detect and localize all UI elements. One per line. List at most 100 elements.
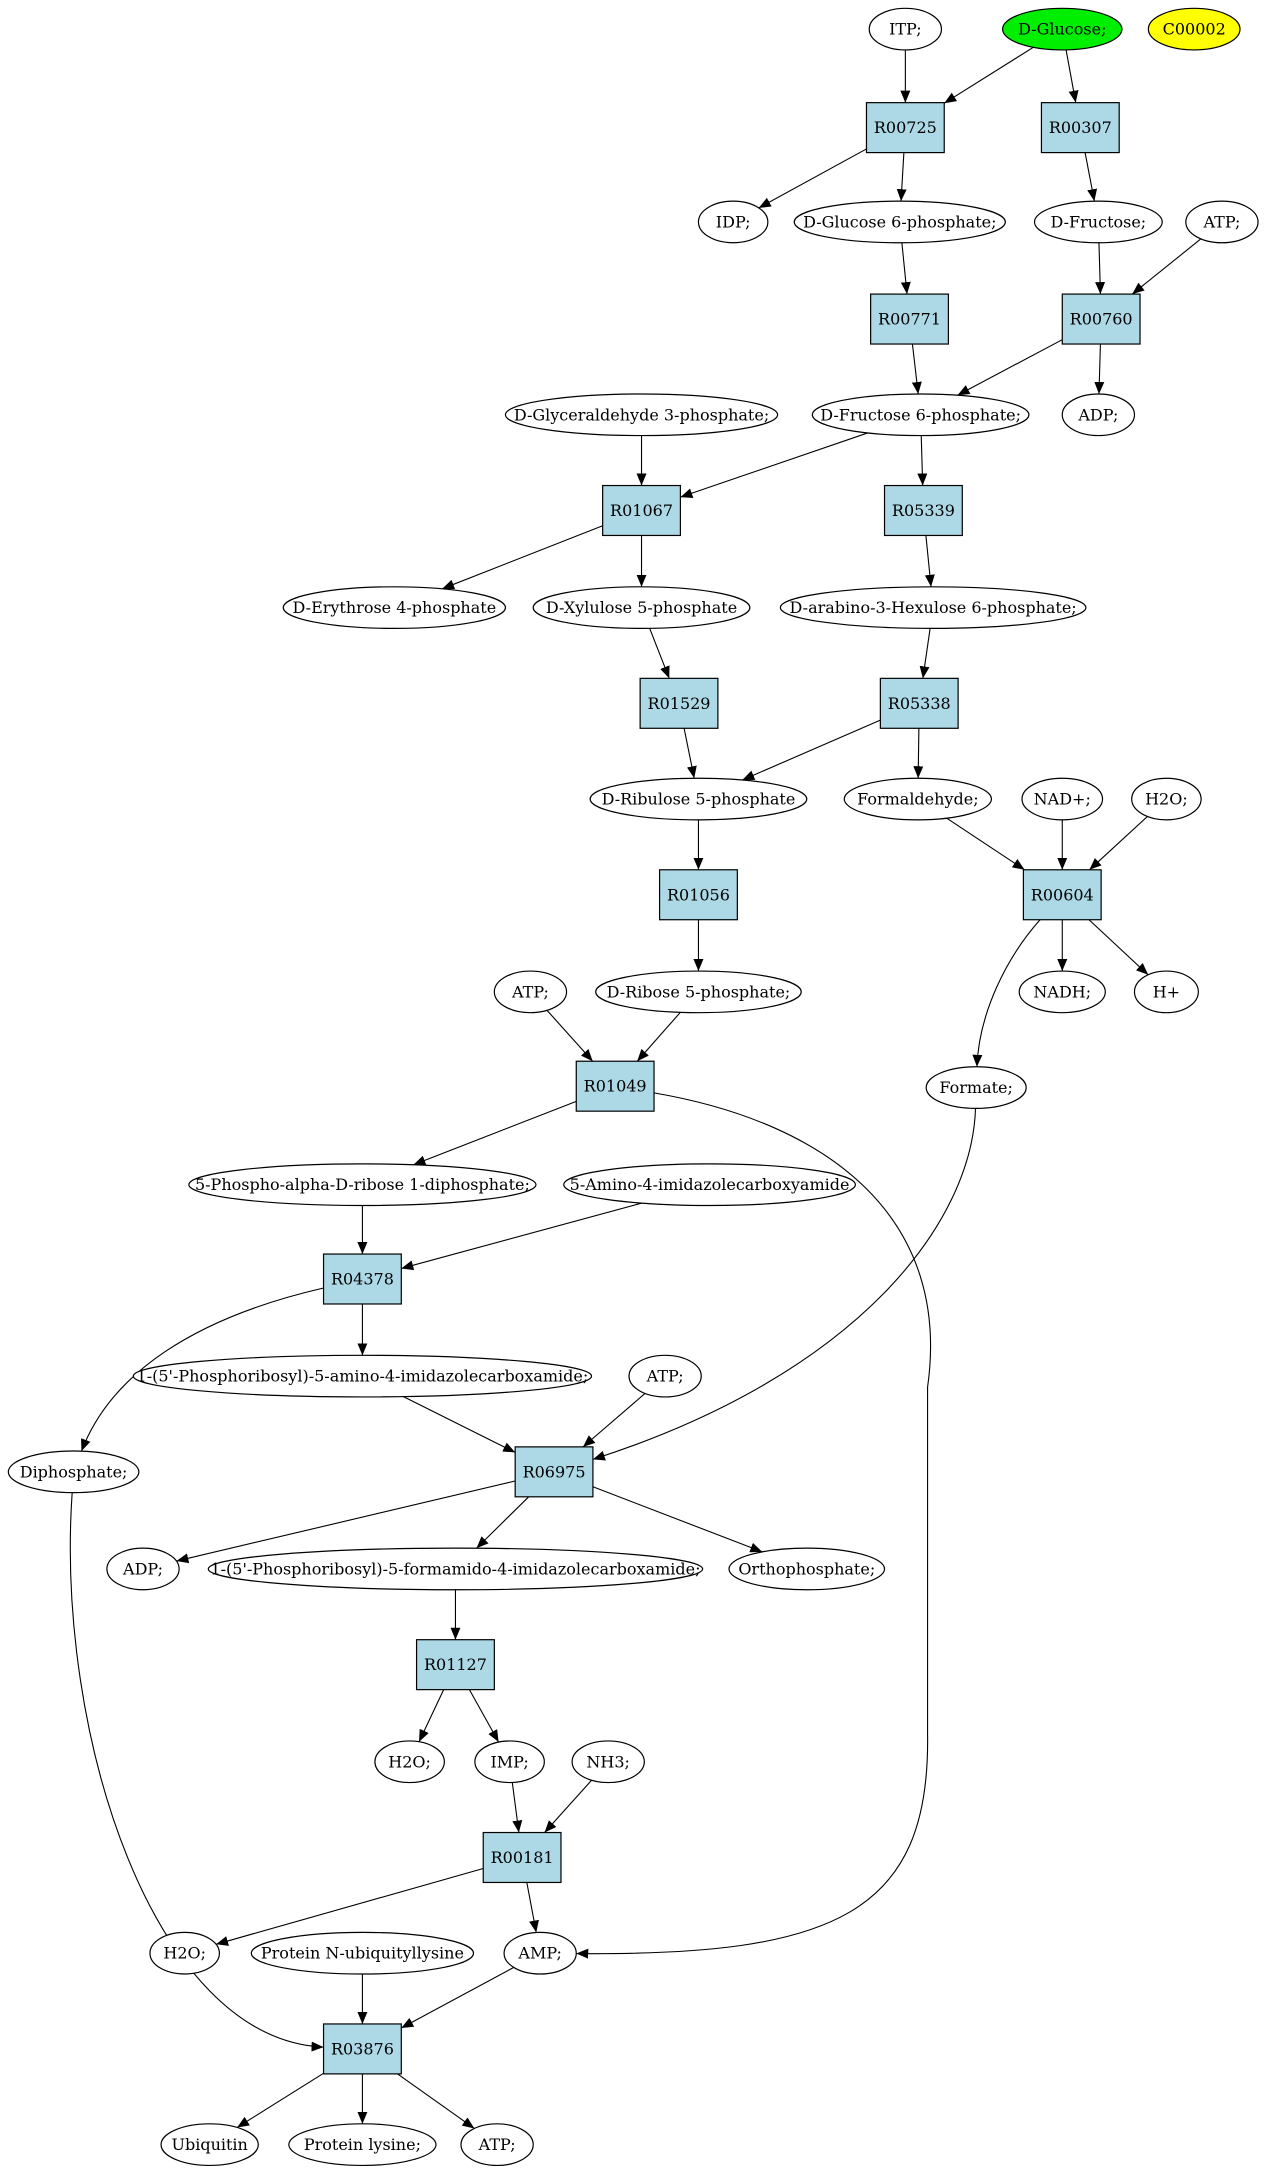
metabolite-ellipse [374,1740,445,1784]
node-label: ITP; [889,20,922,39]
reaction-box [658,869,738,921]
node-label: R05339 [892,501,955,520]
edge-atp1-to-r00760 [1131,238,1202,295]
metabolite-ellipse [1033,200,1163,244]
reaction-node-r01529[interactable]: R01529 [639,677,719,729]
edge-r00725-to-idp [758,148,867,209]
node-label: ATP; [1202,212,1240,231]
metabolite-node-adp1[interactable]: ADP; [1061,393,1136,437]
edge-dx5p-to-r01529 [649,628,670,679]
node-label: ADP; [122,1559,163,1578]
metabolite-ellipse [563,1163,856,1207]
edge-df6p-to-r01067 [680,432,868,498]
edge-aica-to-r04378 [401,1202,642,1271]
edge-atp2-to-r01049 [546,1009,594,1062]
reaction-box [415,1639,495,1691]
node-label: R01056 [667,885,730,904]
node-label: R00771 [878,310,941,329]
node-label: R06975 [523,1462,586,1481]
node-label: NAD+; [1034,790,1091,809]
metabolite-node-ubiquitin[interactable]: Ubiquitin [160,2123,259,2167]
node-label: D-Fructose 6-phosphate; [820,405,1021,424]
metabolite-node-formate[interactable]: Formate; [925,1066,1027,1109]
reaction-node-r01067[interactable]: R01067 [602,484,682,537]
metabolite-node-atp2[interactable]: ATP; [493,970,568,1014]
reaction-node-r00771[interactable]: R00771 [870,293,950,345]
node-label: Protein N-ubiquityllysine [261,1944,464,1963]
metabolite-node-dga3p[interactable]: D-Glyceraldehyde 3-phosphate; [504,393,779,437]
reaction-node-r00307[interactable]: R00307 [1040,102,1120,154]
metabolite-node-prpp[interactable]: 5-Phospho-alpha-D-ribose 1-diphosphate; [188,1163,537,1207]
metabolite-node-formaldehyde[interactable]: Formaldehyde; [843,777,993,821]
reaction-node-r03876[interactable]: R03876 [322,2023,402,2075]
reaction-node-r06975[interactable]: R06975 [514,1446,594,1498]
metabolite-node-atp4[interactable]: ATP; [460,2123,534,2167]
reaction-node-r00604[interactable]: R00604 [1022,869,1102,921]
edge-aicar-to-r06975 [403,1396,516,1453]
metabolite-node-dglucose[interactable]: D-Glucose; [1001,7,1123,51]
metabolite-node-nadh[interactable]: NADH; [1018,970,1106,1014]
edge-dah6p-to-r05338 [919,628,931,679]
metabolite-node-dr5p[interactable]: D-Ribose 5-phosphate; [595,970,802,1014]
metabolite-node-atp3[interactable]: ATP; [628,1354,702,1398]
node-label: D-Ribulose 5-phosphate [602,790,796,809]
reaction-node-r04378[interactable]: R04378 [322,1253,402,1305]
reaction-node-r00725[interactable]: R00725 [865,102,945,154]
edge-r04378-to-diphosphate [80,1287,324,1452]
metabolite-node-dg6p[interactable]: D-Glucose 6-phosphate; [793,200,1006,244]
metabolite-node-adp2[interactable]: ADP; [106,1547,180,1591]
metabolite-ellipse [595,970,802,1014]
node-label: Orthophosphate; [738,1559,875,1578]
reaction-node-r05338[interactable]: R05338 [879,677,959,729]
edge-r05339-to-dah6p [924,535,935,587]
metabolite-node-protnubq[interactable]: Protein N-ubiquityllysine [250,1931,475,1975]
edge-r00604-to-formate [972,919,1041,1067]
metabolite-node-c00002[interactable]: C00002 [1147,7,1241,51]
node-label: C00002 [1163,20,1226,39]
reaction-node-r00760[interactable]: R00760 [1061,293,1141,345]
reaction-node-r00181[interactable]: R00181 [482,1831,562,1884]
metabolite-node-idp[interactable]: IDP; [697,200,769,244]
metabolite-node-itp[interactable]: ITP; [868,7,943,51]
metabolite-node-protlys[interactable]: Protein lysine; [288,2123,437,2167]
reaction-node-r01127[interactable]: R01127 [415,1639,495,1691]
node-label: NH3; [586,1752,630,1771]
edge-r01049-to-amp [576,1092,932,1959]
metabolite-ellipse [571,1740,645,1784]
metabolite-node-h2o3[interactable]: H2O; [149,1931,220,1975]
node-label: 5-Phospho-alpha-D-ribose 1-diphosphate; [195,1175,530,1194]
metabolite-node-imp[interactable]: IMP; [474,1740,545,1784]
reaction-node-r01049[interactable]: R01049 [575,1060,655,1112]
reaction-node-r01056[interactable]: R01056 [658,869,738,921]
edge-r00771-to-df6p [911,343,922,395]
node-label: AMP; [517,1944,562,1963]
metabolite-node-atp1[interactable]: ATP; [1185,200,1259,244]
metabolite-node-h2o1[interactable]: H2O; [1131,777,1202,821]
metabolite-ellipse [628,1354,702,1398]
metabolite-node-dx5p[interactable]: D-Xylulose 5-phosphate [532,586,751,630]
edge-r01067-to-de4p [441,525,603,590]
metabolite-node-aica[interactable]: 5-Amino-4-imidazolecarboxyamide [563,1163,856,1207]
metabolite-node-h2o2[interactable]: H2O; [374,1740,445,1784]
node-label: D-arabino-3-Hexulose 6-phosphate; [790,598,1077,617]
metabolite-node-orthophosphate[interactable]: Orthophosphate; [728,1547,886,1591]
metabolite-node-hplus[interactable]: H+ [1133,970,1199,1014]
metabolite-node-diphosphate[interactable]: Diphosphate; [7,1450,140,1494]
metabolite-node-dah6p[interactable]: D-arabino-3-Hexulose 6-phosphate; [779,586,1087,630]
reaction-node-r05339[interactable]: R05339 [883,484,963,537]
metabolite-node-faicar[interactable]: 1-(5'-Phosphoribosyl)-5-formamido-4-imid… [207,1547,704,1591]
metabolite-node-de4p[interactable]: D-Erythrose 4-phosphate [282,586,507,630]
metabolite-node-aicar[interactable]: 1-(5'-Phosphoribosyl)-5-amino-4-imidazol… [132,1354,593,1398]
metabolite-node-df6p[interactable]: D-Fructose 6-phosphate; [811,393,1030,437]
edge-r06975-to-adp2 [176,1480,516,1564]
node-label: H2O; [388,1752,431,1771]
metabolite-node-amp[interactable]: AMP; [503,1931,577,1975]
metabolite-node-dru5p[interactable]: D-Ribulose 5-phosphate [589,777,808,821]
metabolite-node-nadp[interactable]: NAD+; [1021,777,1104,821]
node-label: NADH; [1033,982,1091,1001]
metabolite-ellipse [1185,200,1259,244]
metabolite-node-nh3[interactable]: NH3; [571,1740,645,1784]
edge-r00181-to-h2o3 [215,1867,484,1946]
node-label: 1-(5'-Phosphoribosyl)-5-amino-4-imidazol… [137,1367,589,1386]
metabolite-node-dfructose[interactable]: D-Fructose; [1033,200,1163,244]
